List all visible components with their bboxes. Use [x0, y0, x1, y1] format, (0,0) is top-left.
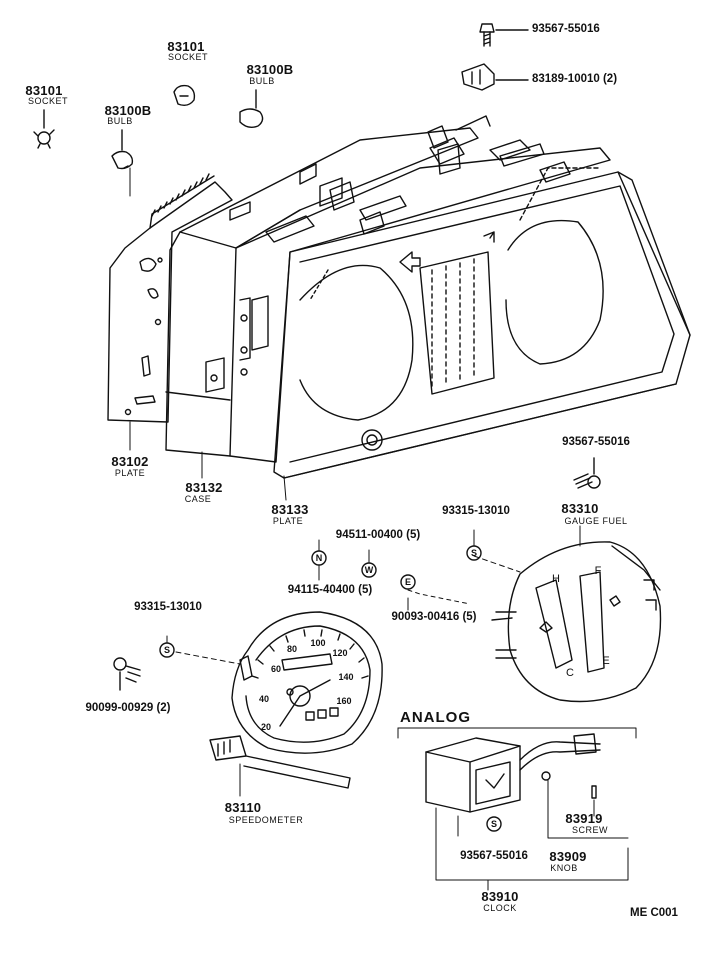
- label-83110-name: SPEEDOMETER: [228, 815, 304, 825]
- speedometer-83110: [209, 611, 383, 797]
- fuel-gauge-83310: [491, 525, 662, 703]
- label-83133-number: 83133: [271, 502, 309, 517]
- marker-e: [400, 574, 416, 590]
- bolt-93567-55016-top: [479, 23, 529, 47]
- fuel-e: E: [602, 655, 609, 667]
- speedo-scale-20: 20: [261, 722, 271, 732]
- label-analog: ANALOG: [400, 709, 471, 726]
- marker-s-clock: [486, 816, 502, 832]
- label-83133-name: PLATE: [272, 516, 304, 526]
- marker-e-letter: E: [405, 577, 411, 587]
- marker-w-letter: W: [365, 565, 374, 575]
- label-83132-number: 83132: [185, 480, 223, 495]
- label-83310-number: 83310: [561, 501, 599, 516]
- label-83102-number: 83102: [111, 454, 149, 469]
- label-83910-number: 83910: [481, 889, 519, 904]
- label-94511-00400: 94511-00400 (5): [335, 529, 421, 541]
- case-83132: [165, 125, 479, 457]
- label-93567-55016-fuel: 93567-55016: [562, 436, 630, 448]
- label-83189-10010: 83189-10010 (2): [532, 73, 618, 85]
- speedo-scale-80: 80: [287, 644, 297, 654]
- label-93315-13010-fuel: 93315-13010: [442, 505, 510, 517]
- label-83909-name: KNOB: [550, 863, 578, 873]
- label-83102-name: PLATE: [114, 468, 146, 478]
- rear-plate-83102: [107, 173, 233, 423]
- label-90099-00929: 90099-00929 (2): [85, 702, 171, 714]
- speedo-scale-100: 100: [310, 638, 325, 648]
- label-83101-left-name: SOCKET: [27, 96, 69, 106]
- label-94115-40400: 94115-40400 (5): [287, 584, 373, 596]
- label-83919-number: 83919: [565, 811, 603, 826]
- bulb-83100b-left: [111, 129, 134, 170]
- marker-s-fuel-letter: S: [471, 548, 477, 558]
- label-83110-number: 83110: [224, 800, 262, 815]
- label-83919-name: SCREW: [572, 825, 608, 835]
- label-83132-name: CASE: [184, 494, 212, 504]
- label-83100b-left-number: 83100B: [104, 103, 152, 118]
- marker-n-letter: N: [316, 553, 323, 563]
- speedo-scale-120: 120: [332, 648, 347, 658]
- speedo-scale-140: 140: [338, 672, 353, 682]
- fuel-h: H: [552, 573, 560, 585]
- front-plate-83133: [273, 167, 691, 479]
- label-90093-00416: 90093-00416 (5): [391, 611, 477, 623]
- label-83101-mid-number: 83101: [167, 39, 205, 54]
- label-83100b-left-name: BULB: [107, 116, 133, 126]
- label-83909-number: 83909: [549, 849, 587, 864]
- clip-83189-10010: [461, 63, 529, 91]
- speedo-scale-60: 60: [271, 664, 281, 674]
- analog-bracket: [397, 727, 637, 739]
- clock-83910: [425, 733, 601, 813]
- speedo-scale-40: 40: [259, 694, 269, 704]
- speedo-scale-160: 160: [336, 696, 351, 706]
- screw-90099-00929: [113, 657, 141, 691]
- label-83100b-right-name: BULB: [249, 76, 275, 86]
- fuel-c: C: [566, 667, 574, 679]
- label-83310-name: GAUGE FUEL: [564, 516, 628, 526]
- label-93567-55016-top: 93567-55016: [532, 23, 600, 35]
- label-83101-mid-name: SOCKET: [167, 52, 209, 62]
- middle-plate: [229, 143, 611, 463]
- label-83910-name: CLOCK: [483, 903, 517, 913]
- top-brackets: [319, 115, 571, 235]
- label-93567-55016-clock: 93567-55016: [460, 850, 528, 862]
- socket-83101-left: [33, 109, 55, 149]
- label-93315-13010-speedo: 93315-13010: [134, 601, 202, 613]
- socket-83101-mid: [173, 84, 196, 107]
- page-code: ME C001: [630, 907, 678, 919]
- marker-s-clock-letter: S: [491, 819, 497, 829]
- bulb-83100b-right: [239, 89, 264, 129]
- marker-s-speedo-letter: S: [164, 645, 170, 655]
- label-83101-left-number: 83101: [25, 83, 63, 98]
- label-83100b-right-number: 83100B: [246, 62, 294, 77]
- screw-93567-55016-fuel: [573, 457, 601, 489]
- fuel-f: F: [595, 565, 602, 577]
